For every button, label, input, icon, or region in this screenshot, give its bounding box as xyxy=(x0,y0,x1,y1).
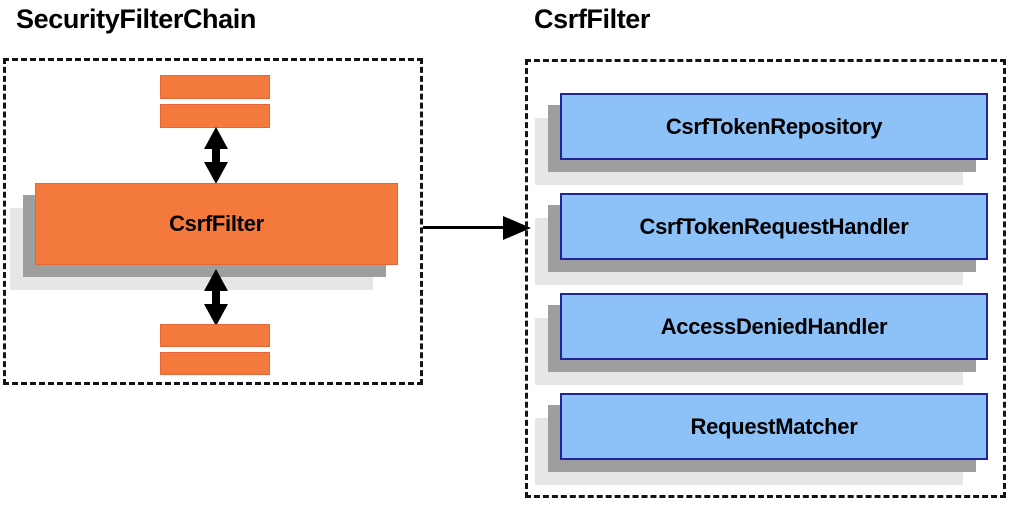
panel-title-csrf-filter-detail: CsrfFilter xyxy=(534,4,651,34)
filter-slot-bottom-2 xyxy=(160,352,270,375)
filter-slot-top-1 xyxy=(160,75,270,99)
filter-slot-bottom-1 xyxy=(160,324,270,347)
panel-csrf-filter-detail xyxy=(525,59,1006,498)
node-label: AccessDeniedHandler xyxy=(660,313,888,339)
node-face: CsrfFilter xyxy=(35,183,398,265)
node-label: CsrfFilter xyxy=(169,211,264,236)
panel-title-security-filter-chain: SecurityFilterChain xyxy=(16,4,256,34)
node-csrf-filter[interactable]: CsrfFilter xyxy=(10,183,398,290)
expand-csrf-filter-arrow xyxy=(423,216,531,240)
node-csrf-token-repository[interactable]: CsrfTokenRepository xyxy=(535,93,988,185)
node-face: CsrfTokenRequestHandler xyxy=(560,193,988,260)
node-face: AccessDeniedHandler xyxy=(560,293,988,360)
chain-link-below-arrow xyxy=(203,269,229,326)
node-label: CsrfTokenRepository xyxy=(665,113,883,139)
node-request-matcher[interactable]: RequestMatcher xyxy=(535,393,988,485)
filter-slot-top-2 xyxy=(160,104,270,128)
node-face: RequestMatcher xyxy=(560,393,988,460)
panel-security-filter-chain xyxy=(3,58,423,385)
node-face: CsrfTokenRepository xyxy=(560,93,988,160)
node-label: RequestMatcher xyxy=(690,413,858,439)
node-label: CsrfTokenRequestHandler xyxy=(639,213,909,239)
chain-link-above-arrow xyxy=(203,127,229,184)
node-access-denied-handler[interactable]: AccessDeniedHandler xyxy=(535,293,988,385)
node-csrf-token-request-handler[interactable]: CsrfTokenRequestHandler xyxy=(535,193,988,285)
